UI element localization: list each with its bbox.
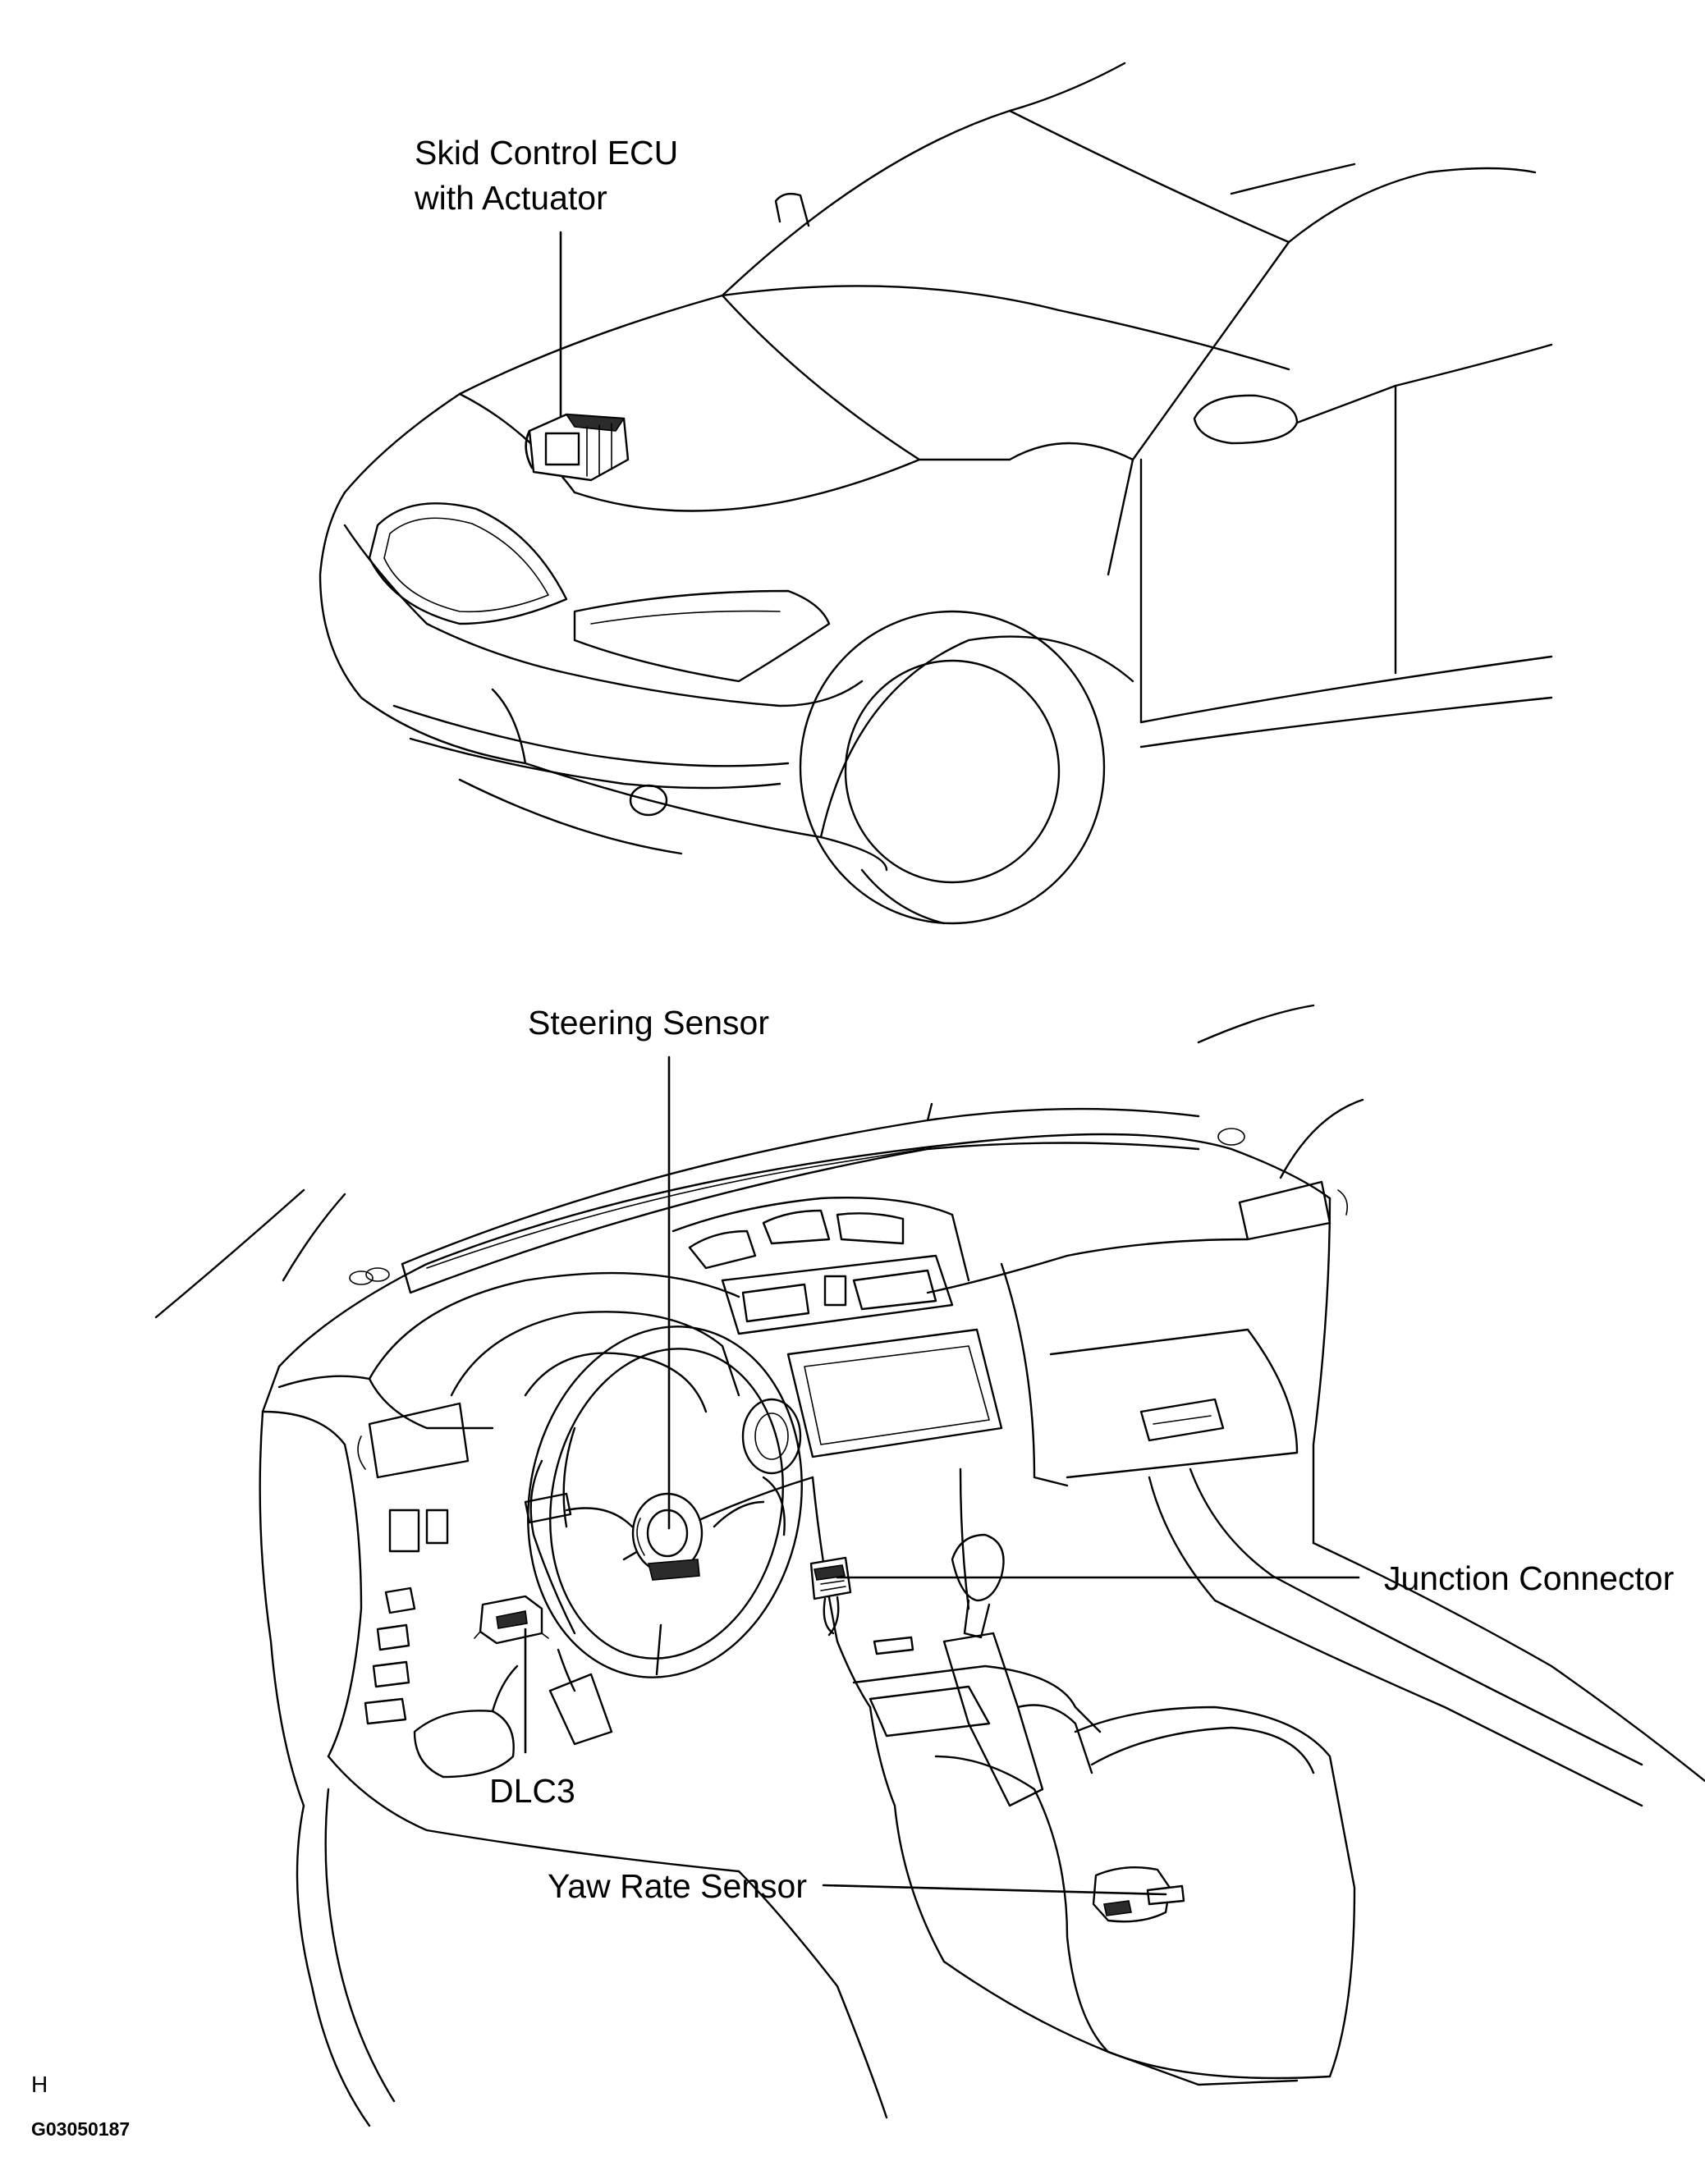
dlc3-part xyxy=(474,1595,549,1645)
footer-section-letter: H xyxy=(31,2072,48,2097)
junction-connector-part xyxy=(809,1556,852,1637)
label-skid-control-line1: Skid Control ECU xyxy=(415,134,678,172)
label-dlc3: DLC3 xyxy=(489,1772,575,1810)
steering-sensor-part xyxy=(631,1492,704,1581)
car-front-illustration xyxy=(319,62,1553,925)
footer-figure-code: G03050187 xyxy=(31,2118,130,2140)
label-steering-sensor: Steering Sensor xyxy=(528,1004,769,1042)
label-yaw-rate-sensor: Yaw Rate Sensor xyxy=(548,1867,807,1905)
yaw-rate-sensor-leader-line xyxy=(822,1884,1167,1896)
skid-control-ecu-part xyxy=(525,413,630,482)
label-skid-control-line2: with Actuator xyxy=(414,179,607,217)
label-junction-connector: Junction Connector xyxy=(1384,1559,1674,1597)
dashboard-illustration xyxy=(154,1004,1705,2127)
